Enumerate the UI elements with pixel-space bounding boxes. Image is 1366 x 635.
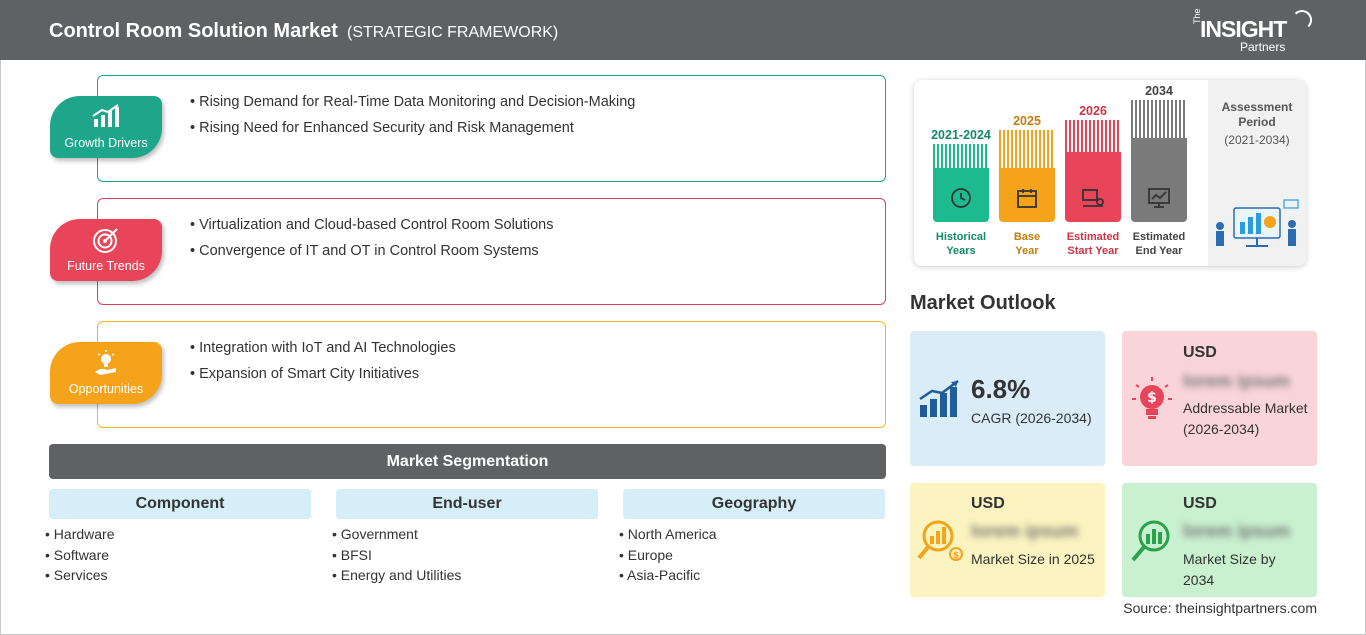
caption-line: Year	[1015, 245, 1039, 257]
timeline-bar	[999, 168, 1055, 222]
magnifier-chart-icon: $	[917, 520, 963, 561]
timeline-caption: Estimated Start Year	[1055, 230, 1131, 258]
segmentation-title: Market Segmentation	[49, 444, 886, 479]
timeline-caption: Base Year	[989, 230, 1065, 258]
analysts-illustration-icon	[1216, 199, 1299, 247]
timeline-caption: Historical Years	[923, 230, 999, 258]
list-item: BFSI	[332, 547, 461, 563]
geography-list: North America Europe Asia-Pacific	[619, 526, 717, 588]
timeline-stripes	[999, 130, 1055, 168]
growth-bars-icon	[919, 380, 959, 417]
timeline-stripes	[1131, 100, 1187, 138]
caption-line: Years	[946, 245, 976, 257]
magnifier-bars-icon	[1131, 520, 1170, 562]
currency-label: USD	[1183, 344, 1217, 361]
presentation-icon	[1082, 189, 1104, 207]
page-header: Control Room Solution Market (STRATEGIC …	[0, 0, 1366, 60]
addressable-label: Addressable Market (2026-2034)	[1183, 400, 1308, 437]
growth-drivers-list: Rising Demand for Real-Time Data Monitor…	[190, 94, 635, 146]
calendar-icon	[1017, 189, 1037, 208]
market-size-2025-label: Market Size in 2025	[971, 551, 1095, 567]
page-title: Control Room Solution Market	[49, 20, 338, 42]
list-item: Software	[45, 547, 115, 563]
opportunities-list: Integration with IoT and AI Technologies…	[190, 340, 456, 392]
list-item: Expansion of Smart City Initiatives	[190, 366, 456, 382]
market-outlook-title: Market Outlook	[910, 292, 1056, 314]
list-item: Europe	[619, 547, 717, 563]
list-item: Hardware	[45, 526, 115, 542]
logo-partners: Partners	[1240, 40, 1286, 54]
market-size-2034-tile: USD lorem ipsum Market Size by 2034	[1122, 483, 1317, 597]
badge-label: Growth Drivers	[64, 136, 148, 150]
dollar-bulb-icon: $	[1132, 377, 1172, 419]
cagr-label: CAGR (2026-2034)	[971, 410, 1092, 426]
badge-label: Opportunities	[68, 382, 144, 396]
growth-drivers-card: Rising Demand for Real-Time Data Monitor…	[97, 75, 886, 182]
monitor-chart-icon	[1148, 188, 1170, 208]
assessment-title: Assessment Period	[1221, 100, 1293, 129]
currency-label: USD	[1183, 495, 1217, 512]
segment-heading-end-user: End-user	[336, 489, 598, 519]
blurred-value: lorem ipsum	[971, 521, 1079, 541]
timeline-panel: 2021-2024 Historical Years 2025 Base Yea…	[914, 80, 1306, 266]
badge-label: Future Trends	[67, 259, 145, 273]
svg-text:$: $	[1147, 390, 1157, 406]
addressable-market-tile: $ USD lorem ipsum Addressable Market (20…	[1122, 331, 1317, 466]
caption-line: Historical	[935, 231, 987, 243]
end-user-list: Government BFSI Energy and Utilities	[332, 526, 462, 588]
caption-line: Estimated	[1066, 231, 1120, 243]
list-item: Integration with IoT and AI Technologies	[190, 340, 456, 356]
timeline-stripes	[1065, 120, 1121, 152]
future-trends-list: Virtualization and Cloud-based Control R…	[190, 217, 554, 269]
timeline-year: 2034	[1145, 84, 1173, 98]
assessment-period: Assessment Period (2021-2034)	[1208, 80, 1306, 266]
timeline-stripes	[933, 144, 989, 168]
market-size-2025-tile: $ USD lorem ipsum Market Size in 2025	[910, 483, 1105, 597]
list-item: North America	[619, 526, 717, 542]
segment-heading-component: Component	[49, 489, 311, 519]
segment-heading-geography: Geography	[623, 489, 885, 519]
assessment-range: (2021-2034)	[1224, 133, 1290, 147]
list-item: Asia-Pacific	[619, 567, 717, 583]
list-item: Government	[332, 526, 461, 542]
opportunities-card: Integration with IoT and AI Technologies…	[97, 321, 886, 428]
lightbulb-hand-icon	[95, 350, 116, 375]
timeline-caption: Estimated End Year	[1121, 230, 1197, 258]
timeline-year: 2026	[1079, 104, 1107, 118]
caption-line: Estimated	[1132, 231, 1186, 243]
blurred-value: lorem ipsum	[1183, 371, 1291, 391]
target-icon	[93, 228, 118, 253]
component-list: Hardware Software Services	[45, 526, 115, 588]
market-size-2034-label: Market Size by 2034	[1183, 551, 1276, 588]
list-item: Rising Need for Enhanced Security and Ri…	[190, 120, 635, 136]
list-item: Services	[45, 567, 115, 583]
list-item: Convergence of IT and OT in Control Room…	[190, 243, 554, 259]
insight-partners-logo[interactable]: The INSIGHT Partners	[1188, 8, 1318, 54]
blurred-value: lorem ipsum	[1183, 521, 1291, 541]
logo-arc-icon	[1292, 10, 1312, 30]
cagr-tile: 6.8% CAGR (2026-2034)	[910, 331, 1105, 466]
svg-text:$: $	[953, 551, 959, 561]
caption-line: End Year	[1135, 245, 1183, 257]
list-item: Rising Demand for Real-Time Data Monitor…	[190, 94, 635, 110]
timeline-bar	[1131, 138, 1187, 222]
timeline-bar	[1065, 152, 1121, 222]
future-trends-badge: Future Trends	[50, 219, 162, 281]
logo-insight: INSIGHT	[1200, 16, 1287, 42]
caption-line: Base	[1013, 231, 1041, 243]
caption-line: Start Year	[1067, 245, 1119, 257]
growth-chart-icon	[92, 104, 119, 127]
timeline-year: 2025	[1013, 114, 1041, 128]
opportunities-badge: Opportunities	[50, 342, 162, 404]
list-item: Energy and Utilities	[332, 567, 462, 583]
history-icon	[951, 188, 971, 208]
cagr-value: 6.8%	[971, 374, 1031, 404]
currency-label: USD	[971, 495, 1005, 512]
list-item: Virtualization and Cloud-based Control R…	[190, 217, 553, 233]
growth-drivers-badge: Growth Drivers	[50, 96, 162, 158]
timeline-year: 2021-2024	[931, 128, 991, 142]
future-trends-card: Virtualization and Cloud-based Control R…	[97, 198, 886, 305]
page-subtitle: (STRATEGIC FRAMEWORK)	[347, 24, 559, 41]
source-citation: Source: theinsightpartners.com	[1123, 600, 1317, 616]
